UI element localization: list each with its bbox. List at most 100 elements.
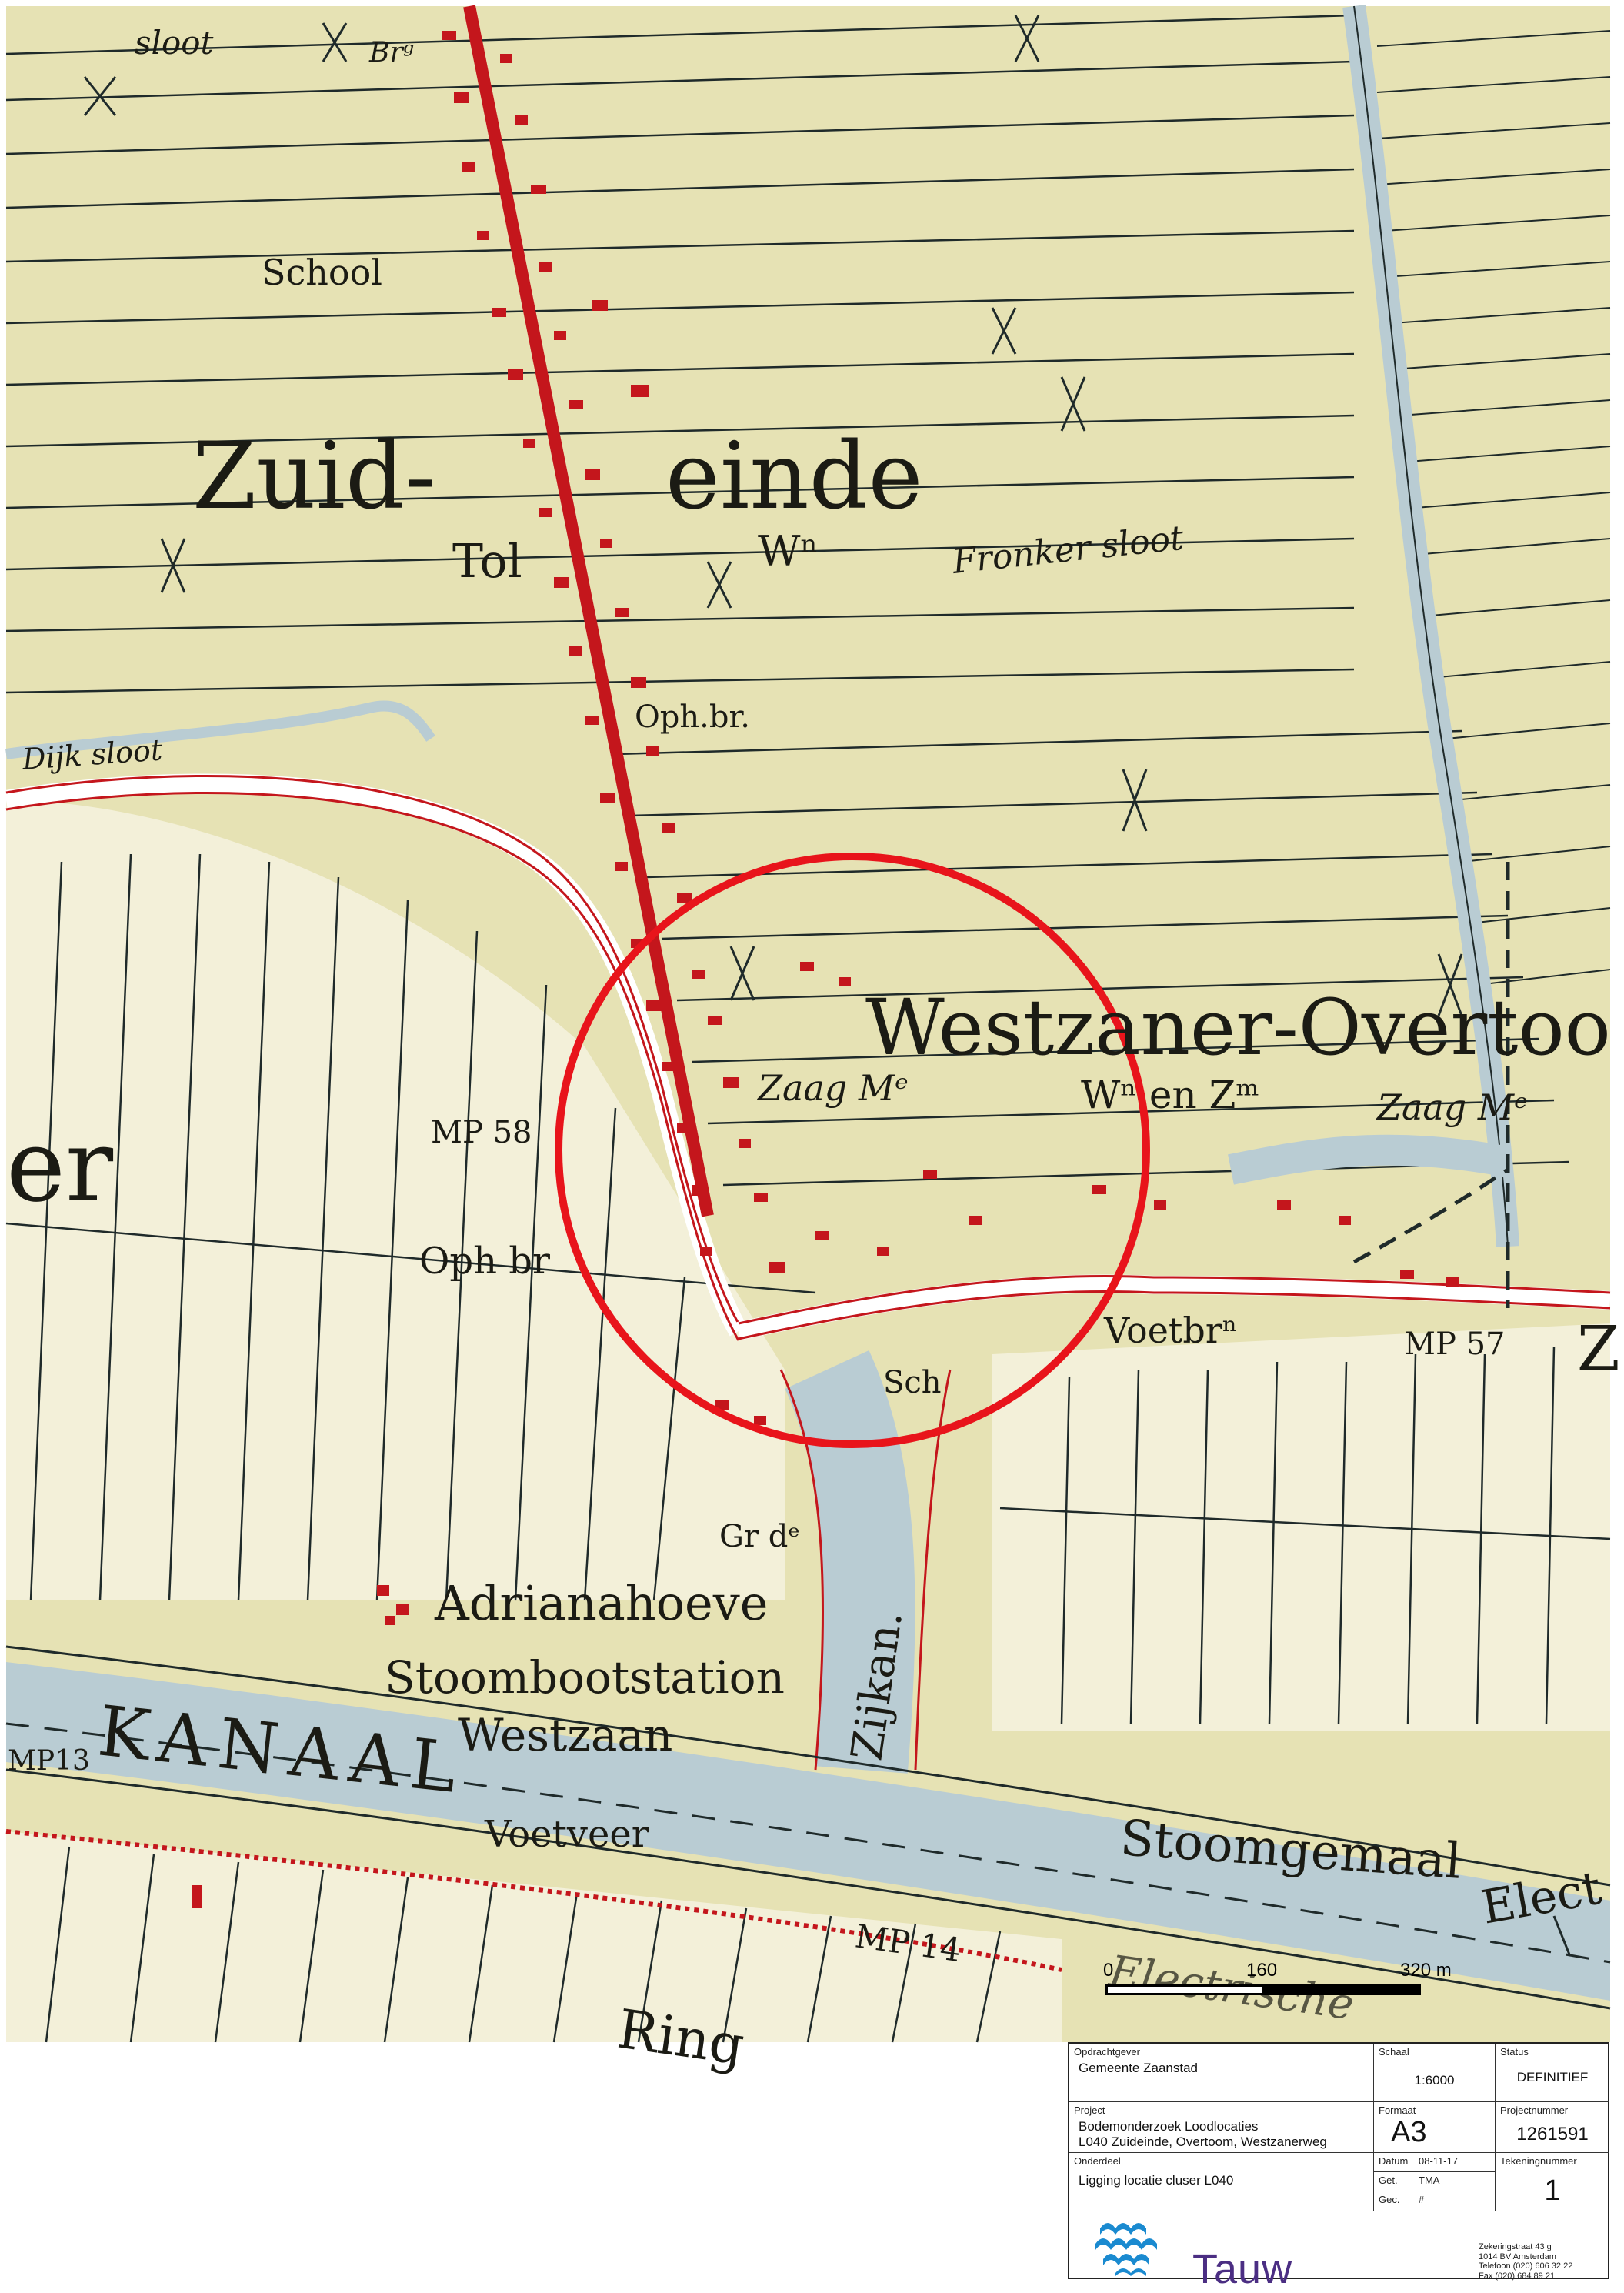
cell-status: Status DEFINITIEF bbox=[1496, 2044, 1609, 2102]
status-label: Status bbox=[1500, 2046, 1529, 2058]
dike-road-east-edge-2 bbox=[738, 1290, 1611, 1340]
project-line-1: Bodemonderzoek Loodlocaties bbox=[1079, 2119, 1259, 2134]
cell-gec: Gec. # bbox=[1374, 2191, 1496, 2211]
canal-bank-north bbox=[5, 1645, 1611, 1887]
gec-value: # bbox=[1419, 2194, 1425, 2205]
address-line-4: Fax (020) 684 89 21 bbox=[1479, 2271, 1556, 2281]
scale-bar: 0 160 320 m bbox=[1103, 1951, 1452, 1998]
project-label: Project bbox=[1074, 2104, 1105, 2116]
schaal-label: Schaal bbox=[1379, 2046, 1409, 2058]
polder-south bbox=[6, 1831, 1062, 2042]
cell-projectnummer: Projectnummer 1261591 bbox=[1496, 2102, 1609, 2153]
parcel-strips-north bbox=[5, 14, 1570, 1187]
label-stoombootstation: Stoombootstation bbox=[385, 1651, 785, 1704]
vertical-canal-east-bank bbox=[1353, 5, 1509, 1247]
scale-bar-segment-white bbox=[1108, 1987, 1262, 1993]
polder-ditches-east bbox=[999, 1346, 1611, 1724]
dike-road-west-edge-1 bbox=[5, 775, 740, 1324]
label-adrianahoeve: Adrianahoeve bbox=[434, 1575, 768, 1631]
scale-tick-160: 160 bbox=[1246, 1960, 1277, 1981]
label-er: er bbox=[6, 1107, 114, 1224]
logo-row: Tauw Zekeringstraat 43 g 1014 BV Amsterd… bbox=[1069, 2211, 1609, 2292]
cell-project: Project Bodemonderzoek Loodlocaties L040… bbox=[1069, 2102, 1374, 2153]
get-label: Get. bbox=[1379, 2175, 1398, 2186]
zijkanaal-bank-east bbox=[914, 1369, 952, 1771]
tauw-wave-logo-icon bbox=[1095, 2223, 1157, 2276]
address-line-2: 1014 BV Amsterdam bbox=[1479, 2251, 1556, 2261]
zijkanaal-bank-west bbox=[779, 1369, 824, 1771]
opdrachtgever-value: Gemeente Zaanstad bbox=[1079, 2061, 1198, 2075]
dijk-sloot-water bbox=[5, 700, 435, 759]
cell-formaat: Formaat A3 bbox=[1374, 2102, 1496, 2153]
projectnummer-label: Projectnummer bbox=[1500, 2104, 1569, 2116]
label-wn-en-zm: Wⁿ en Zᵐ bbox=[1081, 1073, 1259, 1117]
label-oph-br-2: Oph br bbox=[419, 1240, 550, 1283]
polder-ditches-south bbox=[45, 1846, 1002, 2043]
label-westzaner-overtoom: Westzaner-Overtoo bbox=[865, 983, 1611, 1073]
formaat-value: A3 bbox=[1391, 2116, 1427, 2148]
project-line-2: L040 Zuideinde, Overtoom, Westzanerweg bbox=[1079, 2134, 1327, 2149]
label-zuid: Zuid- bbox=[192, 423, 435, 530]
cell-tekeningnummer: Tekeningnummer 1 bbox=[1496, 2153, 1609, 2211]
scale-tick-320: 320 m bbox=[1400, 1960, 1452, 1981]
cell-get: Get. TMA bbox=[1374, 2172, 1496, 2191]
label-sloot-top: sloot bbox=[135, 24, 214, 62]
north-arrow-icon bbox=[1552, 1915, 1571, 1955]
address-block: Zekeringstraat 43 g 1014 BV Amsterdam Te… bbox=[1479, 2242, 1572, 2281]
label-z-right: Z bbox=[1577, 1313, 1620, 1384]
tekeningnummer-value: 1 bbox=[1544, 2175, 1561, 2207]
tekeningnummer-label: Tekeningnummer bbox=[1500, 2155, 1577, 2167]
status-value: DEFINITIEF bbox=[1516, 2070, 1589, 2084]
cell-schaal: Schaal 1:6000 bbox=[1374, 2044, 1496, 2102]
address-line-3: Telefoon (020) 606 32 22 bbox=[1479, 2261, 1573, 2271]
overtoom-water bbox=[1228, 1134, 1511, 1185]
schaal-value: 1:6000 bbox=[1414, 2073, 1455, 2088]
scale-tick-0: 0 bbox=[1103, 1960, 1113, 1981]
onderdeel-label: Onderdeel bbox=[1074, 2155, 1121, 2167]
formaat-label: Formaat bbox=[1379, 2104, 1416, 2116]
location-highlight-circle bbox=[555, 853, 1150, 1448]
address-line-1: Zekeringstraat 43 g bbox=[1479, 2242, 1552, 2251]
cell-onderdeel: Onderdeel Ligging locatie cluser L040 bbox=[1069, 2153, 1374, 2211]
tauw-logo-text: Tauw bbox=[1192, 2246, 1293, 2292]
label-mp13: MP13 bbox=[8, 1745, 90, 1777]
main-road-zuideinde bbox=[463, 5, 714, 1217]
dike-road-west-edge-2 bbox=[5, 792, 740, 1341]
onderdeel-value: Ligging locatie cluser L040 bbox=[1079, 2173, 1234, 2188]
label-tol: Tol bbox=[452, 535, 522, 589]
label-westzaan: Westzaan bbox=[458, 1709, 672, 1761]
dike-road-west-fill bbox=[4, 773, 748, 1337]
title-block: Opdrachtgever Gemeente Zaanstad Schaal 1… bbox=[1068, 2042, 1609, 2292]
datum-label: Datum bbox=[1379, 2155, 1409, 2167]
zijkanaal-water bbox=[785, 1350, 915, 1774]
dike-road-east-fill bbox=[736, 1274, 1611, 1340]
label-wn-1: Wⁿ bbox=[758, 527, 819, 576]
label-mp58: MP 58 bbox=[431, 1115, 532, 1150]
label-school: School bbox=[262, 252, 382, 293]
parcel-strips-east bbox=[1376, 30, 1611, 986]
canal-dashed-line bbox=[5, 1722, 1611, 1964]
datum-value: 08-11-17 bbox=[1419, 2155, 1459, 2167]
label-grd: Gr dᵉ bbox=[719, 1519, 800, 1554]
label-oph-br-1: Oph.br. bbox=[635, 699, 750, 735]
projectnummer-value: 1261591 bbox=[1516, 2124, 1589, 2144]
label-br: Brᵍ bbox=[368, 37, 415, 68]
label-einde: einde bbox=[665, 423, 923, 530]
dike-road-east-edge-1 bbox=[738, 1274, 1611, 1325]
cell-opdrachtgever: Opdrachtgever Gemeente Zaanstad bbox=[1069, 2044, 1374, 2102]
windmill-icons bbox=[83, 15, 1463, 1016]
dashed-boundary-overtoom bbox=[1352, 1167, 1509, 1264]
canal-bank-south bbox=[5, 1768, 1611, 2010]
noordzeekanaal-water bbox=[6, 1662, 1610, 2001]
label-sch: Sch bbox=[883, 1365, 942, 1400]
cell-datum: Datum 08-11-17 bbox=[1374, 2153, 1496, 2172]
get-value: TMA bbox=[1419, 2175, 1440, 2186]
label-mp57: MP 57 bbox=[1404, 1327, 1505, 1362]
polder-east bbox=[992, 1323, 1610, 1731]
railway-south bbox=[5, 1829, 1062, 1972]
scale-bar-graphic: 0 160 320 m bbox=[1103, 1960, 1452, 1995]
label-zaag-2: Zaag Mᵉ bbox=[1376, 1086, 1528, 1128]
label-zaag-1: Zaag Mᵉ bbox=[756, 1067, 909, 1109]
opdrachtgever-label: Opdrachtgever bbox=[1074, 2046, 1140, 2058]
